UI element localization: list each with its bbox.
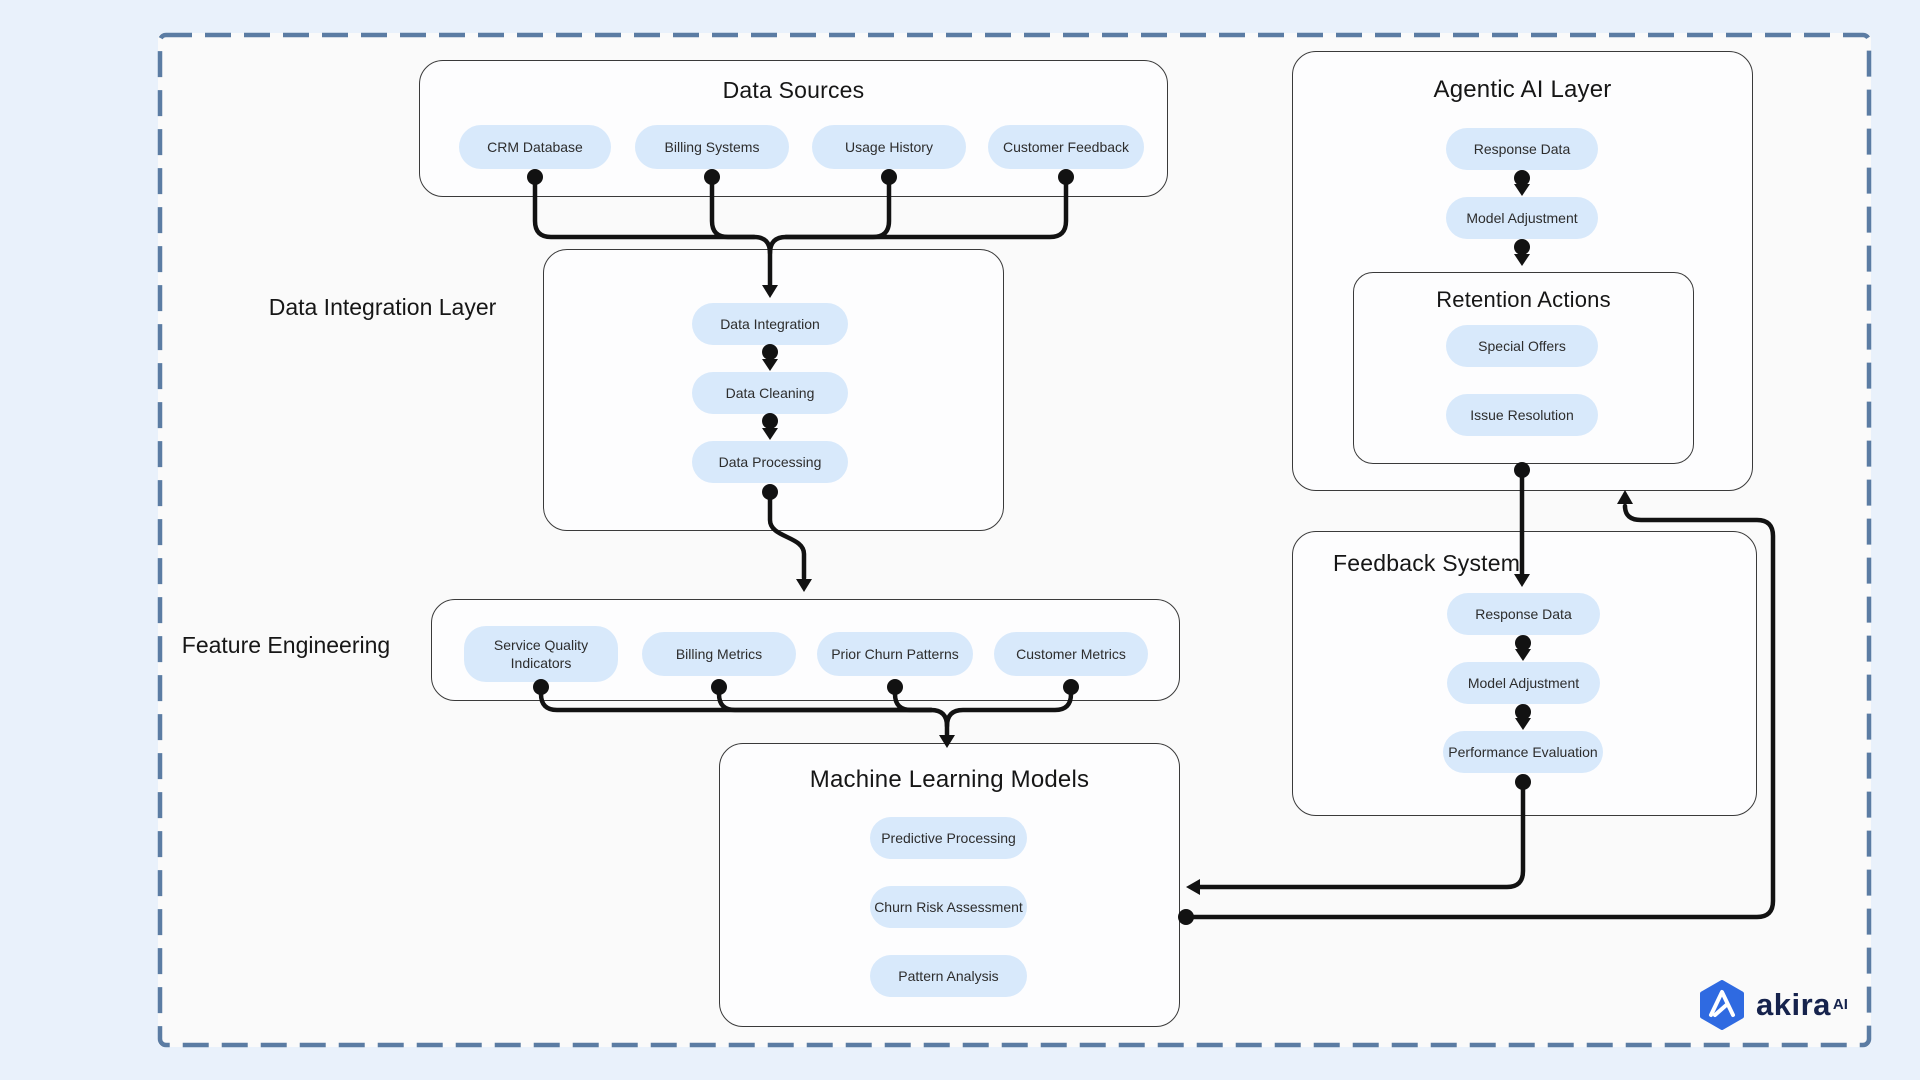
- node-agentic-response-data: Response Data: [1446, 128, 1598, 170]
- node-feedback-response-data: Response Data: [1447, 593, 1600, 635]
- node-billing-systems: Billing Systems: [635, 125, 789, 169]
- group-title-feedback-system: Feedback System: [1333, 550, 1521, 576]
- label-feature-engineering: Feature Engineering: [181, 632, 391, 658]
- node-data-processing: Data Processing: [692, 441, 848, 483]
- node-service-quality-indicators: Service Quality Indicators: [464, 626, 618, 682]
- node-data-cleaning: Data Cleaning: [692, 372, 848, 414]
- akira-hexagon-icon: [1700, 980, 1744, 1030]
- node-issue-resolution: Issue Resolution: [1446, 394, 1598, 436]
- node-usage-history: Usage History: [812, 125, 966, 169]
- node-performance-evaluation: Performance Evaluation: [1443, 731, 1603, 773]
- brand-name: akira: [1756, 987, 1831, 1022]
- node-churn-risk-assessment: Churn Risk Assessment: [870, 886, 1027, 928]
- group-title-retention-actions: Retention Actions: [1436, 287, 1611, 312]
- node-customer-metrics: Customer Metrics: [994, 632, 1148, 676]
- label-data-integration-layer: Data Integration Layer: [268, 294, 497, 320]
- node-agentic-model-adjustment: Model Adjustment: [1446, 197, 1598, 239]
- node-billing-metrics: Billing Metrics: [642, 632, 796, 676]
- node-crm-database: CRM Database: [459, 125, 611, 169]
- node-prior-churn-patterns: Prior Churn Patterns: [817, 632, 973, 676]
- node-pattern-analysis: Pattern Analysis: [870, 955, 1027, 997]
- group-title-agentic-ai-layer: Agentic AI Layer: [1433, 76, 1612, 103]
- node-customer-feedback: Customer Feedback: [988, 125, 1144, 169]
- node-predictive-processing: Predictive Processing: [870, 817, 1027, 859]
- node-data-integration: Data Integration: [692, 303, 848, 345]
- node-feedback-model-adjustment: Model Adjustment: [1447, 662, 1600, 704]
- brand-suffix: AI: [1832, 995, 1848, 1013]
- group-title-data-sources: Data Sources: [722, 77, 865, 103]
- group-title-ml-models: Machine Learning Models: [809, 766, 1090, 793]
- node-special-offers: Special Offers: [1446, 325, 1598, 367]
